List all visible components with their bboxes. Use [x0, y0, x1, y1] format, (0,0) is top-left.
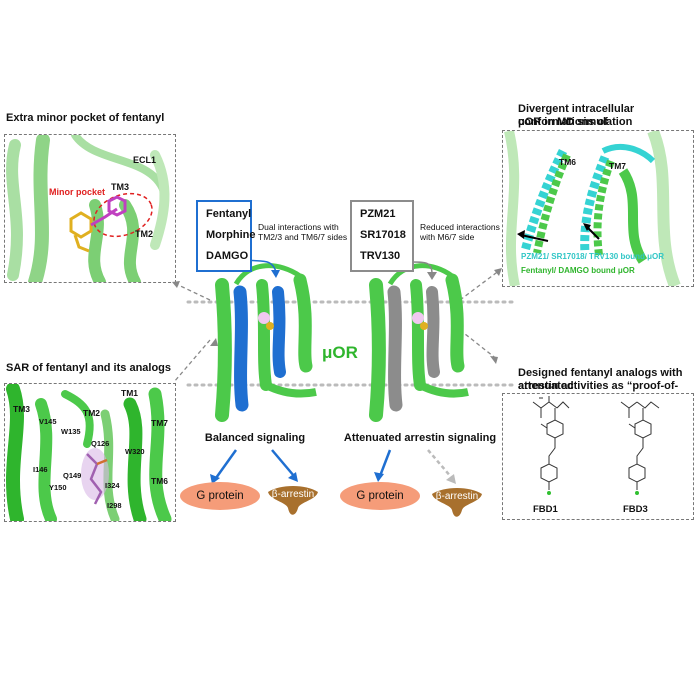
- arrow-arrestin-right: [427, 449, 453, 479]
- right-ligand-arrow: [411, 261, 433, 275]
- md-tm6-label: TM6: [559, 157, 576, 167]
- right-note-line2: with M6/7 side: [420, 232, 475, 242]
- receptor-label: μOR: [322, 343, 358, 362]
- biased-ligand-box: PZM21 SR17018 TRV130: [350, 200, 414, 272]
- balanced-ligand-box: Fentanyl Morphine DAMGO: [196, 200, 256, 272]
- md-title-line1: Divergent intracellular conformations of: [518, 103, 635, 128]
- sar-tm6-label: TM6: [151, 476, 168, 486]
- left-note-line1: Dual interactions with: [258, 222, 339, 232]
- receptor-biased: [369, 263, 469, 422]
- connector-sar: [173, 339, 211, 383]
- i146-label: I146: [33, 465, 48, 474]
- ligand-pzm21: PZM21: [360, 208, 396, 220]
- g-protein-right: G protein: [340, 482, 420, 510]
- analogs-panel: FBD1 FBD3: [502, 393, 694, 520]
- arrow-g-protein-right: [378, 449, 392, 477]
- minor-pocket-label: Minor pocket: [49, 187, 105, 197]
- connector-md: [459, 269, 501, 301]
- ligand-morphine: Morphine: [206, 229, 256, 241]
- sar-tm3-label: TM3: [13, 404, 30, 414]
- analogs-title-line1: Designed fentanyl analogs with attenuate…: [518, 367, 683, 392]
- i324-label: I324: [105, 481, 120, 490]
- md-legend-cyan: PZM21/ SR17018/ TRV130 bound μOR: [521, 252, 664, 261]
- fbd1-fluorine-icon: [547, 491, 551, 495]
- minor-pocket-title: Extra minor pocket of fentanyl: [6, 112, 165, 124]
- minor-pocket-structure: Minor pocket ECL1 TM3 TM2: [6, 135, 170, 282]
- md-panel: TM6 TM7 PZM21/ SR17018/ TRV130 bound μOR…: [502, 130, 694, 287]
- md-structure: TM6 TM7 PZM21/ SR17018/ TRV130 bound μOR…: [504, 131, 681, 286]
- sar-tm7-label: TM7: [151, 418, 168, 428]
- tm3-label: TM3: [111, 182, 129, 192]
- sar-structure: TM1 TM2 TM3 TM7 TM6 W135 V145 Q126 W320 …: [6, 384, 172, 521]
- g-protein-left: G protein: [180, 482, 260, 510]
- fbd1-structure: [532, 396, 570, 490]
- fbd3-structure: [620, 401, 660, 490]
- fbd1-label: FBD1: [533, 504, 559, 515]
- minor-pocket-panel: Minor pocket ECL1 TM3 TM2: [4, 134, 176, 283]
- y150-label: Y150: [49, 483, 67, 492]
- i298-label: I298: [107, 501, 122, 510]
- arrestin-shape-right: [432, 488, 482, 517]
- arrestin-shape-left: [268, 486, 318, 515]
- v145-label: V145: [39, 417, 57, 426]
- w320-label: W320: [125, 447, 145, 456]
- arrow-g-protein-left: [214, 449, 238, 479]
- fbd3-fluorine-icon: [635, 491, 639, 495]
- ligand-fentanyl: Fentanyl: [206, 208, 252, 220]
- left-note-line2: TM2/3 and TM6/7 sides: [258, 232, 348, 242]
- md-arrow-tm7: [586, 226, 600, 240]
- arrow-arrestin-left: [271, 449, 295, 477]
- sar-panel: TM1 TM2 TM3 TM7 TM6 W135 V145 Q126 W320 …: [4, 383, 176, 522]
- q126-label: Q126: [91, 439, 109, 448]
- ligand-damgo: DAMGO: [206, 250, 249, 262]
- connector-minor-pocket: [171, 281, 211, 301]
- q149-label: Q149: [63, 471, 81, 480]
- analogs-structures: FBD1 FBD3: [532, 396, 660, 515]
- w135-label: W135: [61, 427, 81, 436]
- ligand-trv130: TRV130: [360, 250, 401, 262]
- fbd3-label: FBD3: [623, 504, 648, 515]
- arrestin-label-right: β-arrestin: [435, 491, 479, 502]
- attenuated-signaling-caption: Attenuated arrestin signaling: [343, 432, 497, 444]
- md-legend-green: Fentanyl/ DAMGO bound μOR: [521, 266, 635, 275]
- arrestin-label-left: β-arrestin: [271, 489, 315, 500]
- fentanyl-ligand: [69, 195, 127, 253]
- connector-analogs: [459, 329, 499, 361]
- md-title-line2: μOR in MD simulation: [518, 116, 633, 128]
- tm2-label: TM2: [135, 229, 153, 239]
- balanced-signaling-caption: Balanced signaling: [204, 432, 306, 444]
- sar-tm2-label: TM2: [83, 408, 100, 418]
- md-tm7-label: TM7: [609, 161, 626, 171]
- ligand-sr17018: SR17018: [360, 229, 406, 241]
- right-note-line1: Reduced interactions: [420, 222, 500, 232]
- sar-tm1-label: TM1: [121, 388, 138, 398]
- md-arrow-tm6: [520, 234, 549, 242]
- sar-ligand: [81, 448, 109, 505]
- ecl1-label: ECL1: [133, 155, 156, 165]
- receptor-balanced: [215, 263, 317, 422]
- sar-title: SAR of fentanyl and its analogs: [6, 362, 172, 374]
